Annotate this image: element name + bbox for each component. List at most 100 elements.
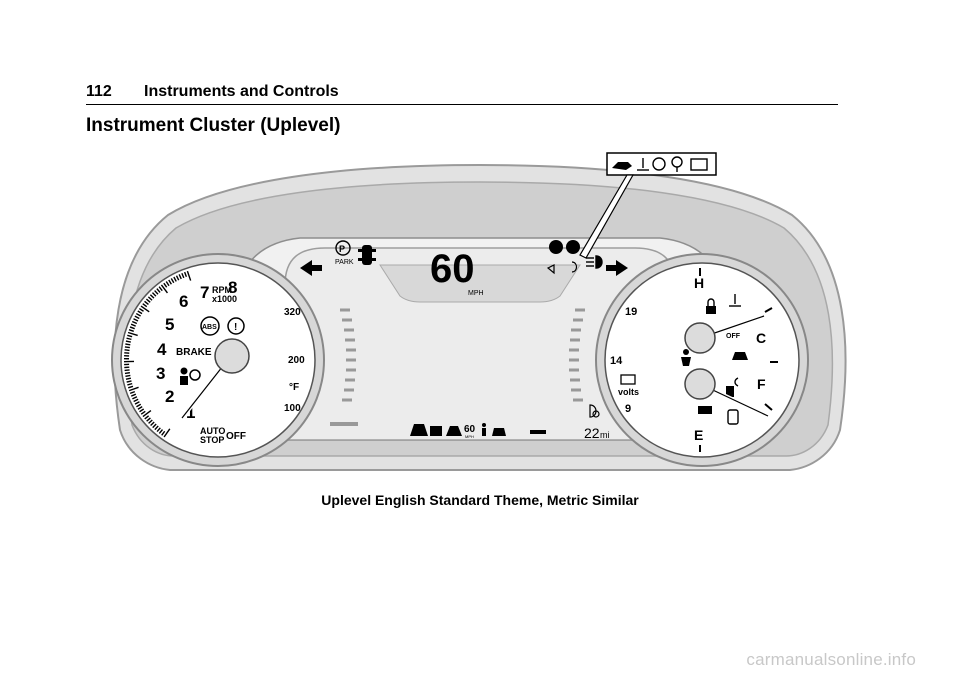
- battery-gauge-icon: [620, 374, 636, 385]
- autostop-line2: STOP: [200, 435, 224, 445]
- brake-warning-icon: !: [227, 317, 245, 335]
- tach-tick: [125, 374, 131, 378]
- tach-tick: [131, 320, 138, 325]
- temp-label-100: 100: [284, 403, 301, 414]
- warning-lights-callout: [579, 152, 717, 259]
- autostop-off: OFF: [226, 431, 246, 442]
- tach-tick: [138, 307, 144, 312]
- tach-tick: [125, 340, 131, 343]
- door-open-icon: [727, 409, 739, 425]
- tach-tick: [144, 300, 149, 306]
- tach-label-5: 5: [165, 315, 174, 334]
- tach-tick: [156, 288, 161, 293]
- tach-tick: [124, 372, 131, 375]
- tach-tick: [158, 429, 164, 434]
- lane-keep-icon: [410, 424, 428, 436]
- tach-tick: [142, 409, 152, 418]
- traction-control-icon: [652, 157, 666, 171]
- tach-tick: [135, 312, 141, 317]
- brake-label: BRAKE: [176, 347, 212, 358]
- tach-tick: [186, 270, 192, 281]
- tach-label-3: 3: [156, 364, 165, 383]
- fuel-empty-label: E: [694, 427, 703, 443]
- rpm-label: RPM: [212, 285, 232, 295]
- tach-tick: [163, 282, 168, 288]
- tach-tick: [158, 286, 163, 292]
- tach-tick: [127, 334, 133, 338]
- tach-tick: [160, 284, 169, 294]
- temp-ticks: [340, 308, 356, 402]
- page-number: 112: [86, 83, 112, 100]
- odometer-unit: mi: [600, 430, 610, 440]
- tachometer: 1 2 3 4 5 6 7 8 RPM x1000 ABS ! BRAKE AU…: [111, 253, 325, 467]
- svg-text:!: !: [234, 322, 237, 333]
- volt-ticks: [569, 308, 585, 402]
- fuel-full-label: F: [757, 376, 766, 392]
- tach-tick: [129, 326, 135, 330]
- security-lock-icon: [706, 298, 716, 314]
- temp-hot-label: H: [694, 275, 704, 291]
- stability-icon: [732, 352, 748, 360]
- tach-tick: [170, 278, 175, 284]
- tach-tick: [168, 279, 172, 285]
- temp-cold-label: C: [756, 330, 766, 346]
- tach-label-8: 8: [228, 278, 237, 297]
- fuel-pump-icon: [726, 386, 734, 397]
- temp-unit: °F: [289, 382, 299, 393]
- exterior-lamp-icon: [546, 261, 578, 275]
- tach-tick: [130, 393, 137, 397]
- high-beam-icon: [586, 255, 603, 269]
- tach-tick: [126, 380, 132, 383]
- speed-limit-unit: MPH: [465, 434, 474, 439]
- tach-tick: [137, 310, 143, 315]
- tach-tick: [124, 349, 130, 352]
- coolant-temp-icon: [729, 294, 741, 307]
- speed-limit-value: 60: [464, 424, 476, 435]
- tach-tick: [128, 386, 139, 392]
- security-icon: [671, 156, 683, 172]
- tach-tick: [129, 390, 136, 395]
- oil-pressure-icon: [612, 162, 632, 170]
- tach-tick: [140, 410, 146, 415]
- tach-tick: [154, 290, 159, 295]
- vehicle-ahead-icon: [492, 428, 506, 436]
- volt-label-9: 9: [625, 403, 631, 415]
- tach-tick: [149, 294, 155, 299]
- volt-unit: volts: [618, 387, 639, 397]
- fog-lamp-icon: [549, 240, 580, 254]
- tach-tick: [142, 303, 148, 308]
- page-header: 112 Instruments and Controls: [86, 82, 838, 105]
- tach-tick: [175, 275, 180, 281]
- lane-departure-icon: [734, 377, 739, 387]
- tach-tick: [124, 346, 130, 349]
- tach-tick: [145, 298, 151, 303]
- tach-tick: [134, 401, 140, 405]
- tach-tick: [147, 296, 153, 301]
- section-title: Instrument Cluster (Uplevel): [86, 115, 341, 136]
- tach-tick: [165, 281, 170, 287]
- tach-tick: [139, 408, 145, 413]
- park-brake-icon: P: [335, 240, 351, 256]
- tach-tick: [134, 315, 140, 320]
- volt-label-14: 14: [610, 355, 623, 367]
- temp-label-200: 200: [288, 355, 305, 366]
- seatbelt-icon: [681, 349, 691, 366]
- tach-tick: [127, 385, 134, 389]
- tach-tick: [154, 425, 159, 431]
- door-ajar-icon: [358, 245, 376, 265]
- chapter-title: Instruments and Controls: [144, 83, 339, 100]
- park-label: PARK: [335, 259, 354, 266]
- tach-tick: [127, 382, 133, 386]
- tach-tick: [126, 337, 132, 341]
- auto-beam-icon: [589, 404, 600, 418]
- tach-label-1: 1: [186, 403, 195, 422]
- volt-label-19: 19: [625, 306, 637, 318]
- tach-tick: [125, 377, 132, 380]
- tach-tick: [152, 423, 157, 429]
- tach-tick: [133, 398, 139, 403]
- temp-label-320: 320: [284, 307, 301, 318]
- tach-label-7: 7: [200, 283, 209, 302]
- tach-tick: [128, 329, 134, 332]
- airbag-icon: [180, 367, 201, 385]
